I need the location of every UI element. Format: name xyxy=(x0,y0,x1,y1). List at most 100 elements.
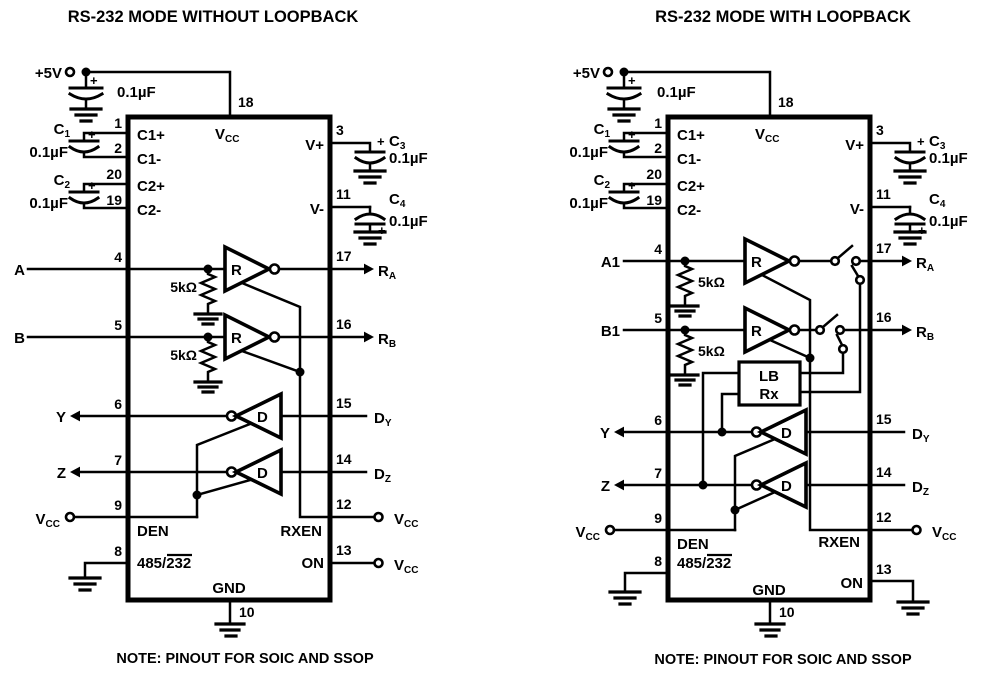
label-vcc: VCC xyxy=(215,126,239,145)
driver-enable-wiring xyxy=(192,422,252,519)
arrowhead-left xyxy=(70,466,80,478)
cap-value: 0.1µF xyxy=(569,144,608,161)
gnd-pin: 10 xyxy=(214,598,255,638)
junction-dot xyxy=(295,367,305,377)
output-y-label: Y xyxy=(56,409,66,426)
pin-number-16: 16 xyxy=(336,316,352,332)
vcc-terminal-label: VCC xyxy=(394,511,418,530)
pin-number-13: 13 xyxy=(876,561,892,577)
pin-number-2: 2 xyxy=(654,140,662,156)
pull-resistor-a: 5kΩ xyxy=(670,259,725,318)
junction-dot xyxy=(730,505,740,515)
output-z-label: Z xyxy=(57,465,66,482)
diagram-title: RS-232 MODE WITHOUT LOOPBACK xyxy=(68,8,359,26)
driver-z-channel: Z 7 D 14 DZ xyxy=(601,460,929,510)
arrowhead-left xyxy=(614,426,624,438)
terminal-circle xyxy=(911,524,922,536)
resistor-value: 5kΩ xyxy=(170,347,197,363)
label-den: DEN xyxy=(677,536,709,553)
enable-terminals: VCC 9 VCC 12 xyxy=(576,509,957,543)
driver-y-channel: Y 6 D 15 DY xyxy=(600,407,930,457)
driver-enable-wiring xyxy=(730,437,777,532)
receiver-a-channel: A 4 5kΩ R 17 RA xyxy=(14,244,396,326)
lb-rx-box xyxy=(737,360,802,407)
label-c1plus: C1+ xyxy=(137,127,165,144)
cap-value: 0.1µF xyxy=(117,84,156,101)
pin-number-2: 2 xyxy=(114,140,122,156)
label-vplus: V+ xyxy=(845,137,864,154)
inverter-bubble xyxy=(788,255,801,267)
input-dz-label: DZ xyxy=(374,466,391,485)
ic-pin-labels: C1+ C1- C2+ C2- VCC V+ V- DEN RXEN 485/2… xyxy=(677,126,864,599)
pin-number-20: 20 xyxy=(646,166,662,182)
cap-ref: C1 xyxy=(594,121,611,140)
capacitor-c3: + C3 0.1µF 3 xyxy=(868,122,968,185)
label-c2minus: C2- xyxy=(677,202,701,219)
lb-label-line1: LB xyxy=(759,368,779,385)
lb-to-z-wire xyxy=(701,371,741,487)
junction-dot xyxy=(717,427,727,437)
receiver-buffer-triangle xyxy=(223,312,274,362)
pin-number-9: 9 xyxy=(114,497,122,513)
pin-number-5: 5 xyxy=(654,310,662,326)
enable-terminals: VCC 9 VCC 12 xyxy=(36,496,419,530)
polarity-plus: + xyxy=(918,223,926,238)
loopback-switch-rb xyxy=(798,333,849,375)
switch-contact xyxy=(829,255,841,267)
junction-dot xyxy=(619,67,629,77)
pinout-note: NOTE: PINOUT FOR SOIC AND SSOP xyxy=(116,651,374,667)
label-rxen: RXEN xyxy=(818,534,860,551)
switch-lever xyxy=(836,244,854,260)
capacitor-c3: + C3 0.1µF 3 xyxy=(328,122,428,185)
pin-number-15: 15 xyxy=(336,395,352,411)
input-b-label: B xyxy=(14,330,25,347)
ground-symbol xyxy=(193,380,223,394)
ground-symbol xyxy=(608,590,642,606)
cap-value: 0.1µF xyxy=(657,84,696,101)
driver-y-channel: Y 6 D 15 DY xyxy=(56,391,392,441)
terminal-circle xyxy=(602,66,614,78)
series-switch-rb xyxy=(814,313,846,336)
arrowhead-right xyxy=(364,331,374,343)
input-a1-label: A1 xyxy=(601,254,620,271)
pin-number-5: 5 xyxy=(114,317,122,333)
pull-resistor-b: 5kΩ xyxy=(670,328,725,387)
receiver-enable-wiring xyxy=(240,281,332,519)
label-485-232: 485/232 xyxy=(677,555,731,572)
label-c2minus: C2- xyxy=(137,202,161,219)
ground-symbol xyxy=(670,373,700,387)
pin-number-3: 3 xyxy=(876,122,884,138)
vcc-terminal-label: VCC xyxy=(576,524,600,543)
pull-resistor-a: 5kΩ xyxy=(170,267,223,326)
label-vminus: V- xyxy=(850,201,864,218)
terminal-circle xyxy=(373,557,384,569)
ground-symbol xyxy=(69,107,103,123)
bypass-capacitor: + 0.1µF xyxy=(605,73,696,123)
pin-number-8: 8 xyxy=(654,553,662,569)
cap-value: 0.1µF xyxy=(29,195,68,212)
polarity-plus: + xyxy=(628,127,636,142)
switch-contact xyxy=(834,324,846,336)
vcc-terminal-label: VCC xyxy=(394,557,418,576)
ground-symbol xyxy=(670,304,700,318)
output-z-label: Z xyxy=(601,478,610,495)
inverter-bubble xyxy=(268,263,281,275)
mode-select-wiring: 8 13 xyxy=(608,553,930,616)
receiver-buffer-triangle xyxy=(743,305,794,355)
label-vcc: VCC xyxy=(755,126,779,145)
gnd-pin: 10 xyxy=(754,598,795,638)
pin-number-17: 17 xyxy=(876,240,892,256)
buffer-letter: D xyxy=(781,478,792,495)
receiver-buffer-triangle xyxy=(743,236,794,286)
polarity-plus: + xyxy=(378,223,386,238)
pin-number-20: 20 xyxy=(106,166,122,182)
junction-dot xyxy=(81,67,91,77)
receiver-a-channel: A1 4 5kΩ R 17 RA xyxy=(601,236,934,394)
junction-dot xyxy=(192,490,202,500)
capacitor-c4: + C4 0.1µF 11 xyxy=(328,186,428,246)
pinout-note: NOTE: PINOUT FOR SOIC AND SSOP xyxy=(654,652,912,668)
pin-number-19: 19 xyxy=(646,192,662,208)
arrowhead-right xyxy=(902,324,912,336)
pin-number-1: 1 xyxy=(654,115,662,131)
